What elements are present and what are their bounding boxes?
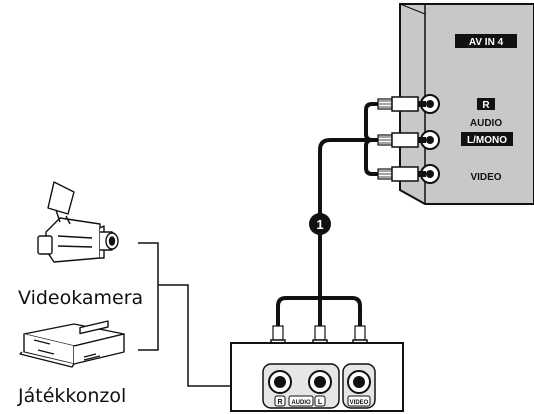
cable-marker-1: 1	[309, 213, 331, 235]
bracket-link	[158, 284, 231, 387]
source-bracket	[138, 242, 231, 387]
box-jack-l	[308, 370, 332, 394]
camcorder-label: Videokamera	[18, 287, 143, 309]
tv-plug-r	[377, 96, 426, 112]
cable-wire-r	[364, 102, 378, 142]
box-r-label: R	[277, 399, 282, 406]
game-console-icon	[19, 320, 125, 368]
bracket-outline	[138, 242, 159, 351]
camcorder-icon	[37, 181, 119, 263]
cable-wire-video	[364, 138, 378, 176]
box-jack-video	[347, 370, 371, 394]
cable-marker-label: 1	[316, 217, 323, 232]
box-video-label: VIDEO	[350, 400, 369, 406]
box-jack-r	[268, 370, 292, 394]
tv-audio-label: AUDIO	[470, 118, 502, 129]
box-audio-label: AUDIO	[291, 400, 311, 406]
av-cable	[276, 102, 378, 326]
av-in-4-label: AV IN 4	[469, 37, 504, 48]
tv-lmono-label: L/MONO	[467, 135, 507, 146]
av-output-box: R AUDIO L VIDEO	[230, 342, 404, 412]
tv-plug-l	[377, 132, 426, 148]
cable-main-run	[318, 138, 378, 296]
tv-jack-video	[420, 164, 440, 184]
tv-video-label: VIDEO	[470, 172, 501, 183]
console-label: Játékkonzol	[17, 385, 126, 407]
tv-r-label: R	[482, 100, 490, 111]
tv-plug-video	[377, 166, 426, 182]
tv-side-panel: AV IN 4 R AUDIO L/MONO VIDEO	[399, 3, 534, 205]
cable-wire-r-box	[276, 296, 320, 326]
cable-wire-video-box	[320, 296, 362, 326]
box-l-label: L	[318, 399, 323, 406]
